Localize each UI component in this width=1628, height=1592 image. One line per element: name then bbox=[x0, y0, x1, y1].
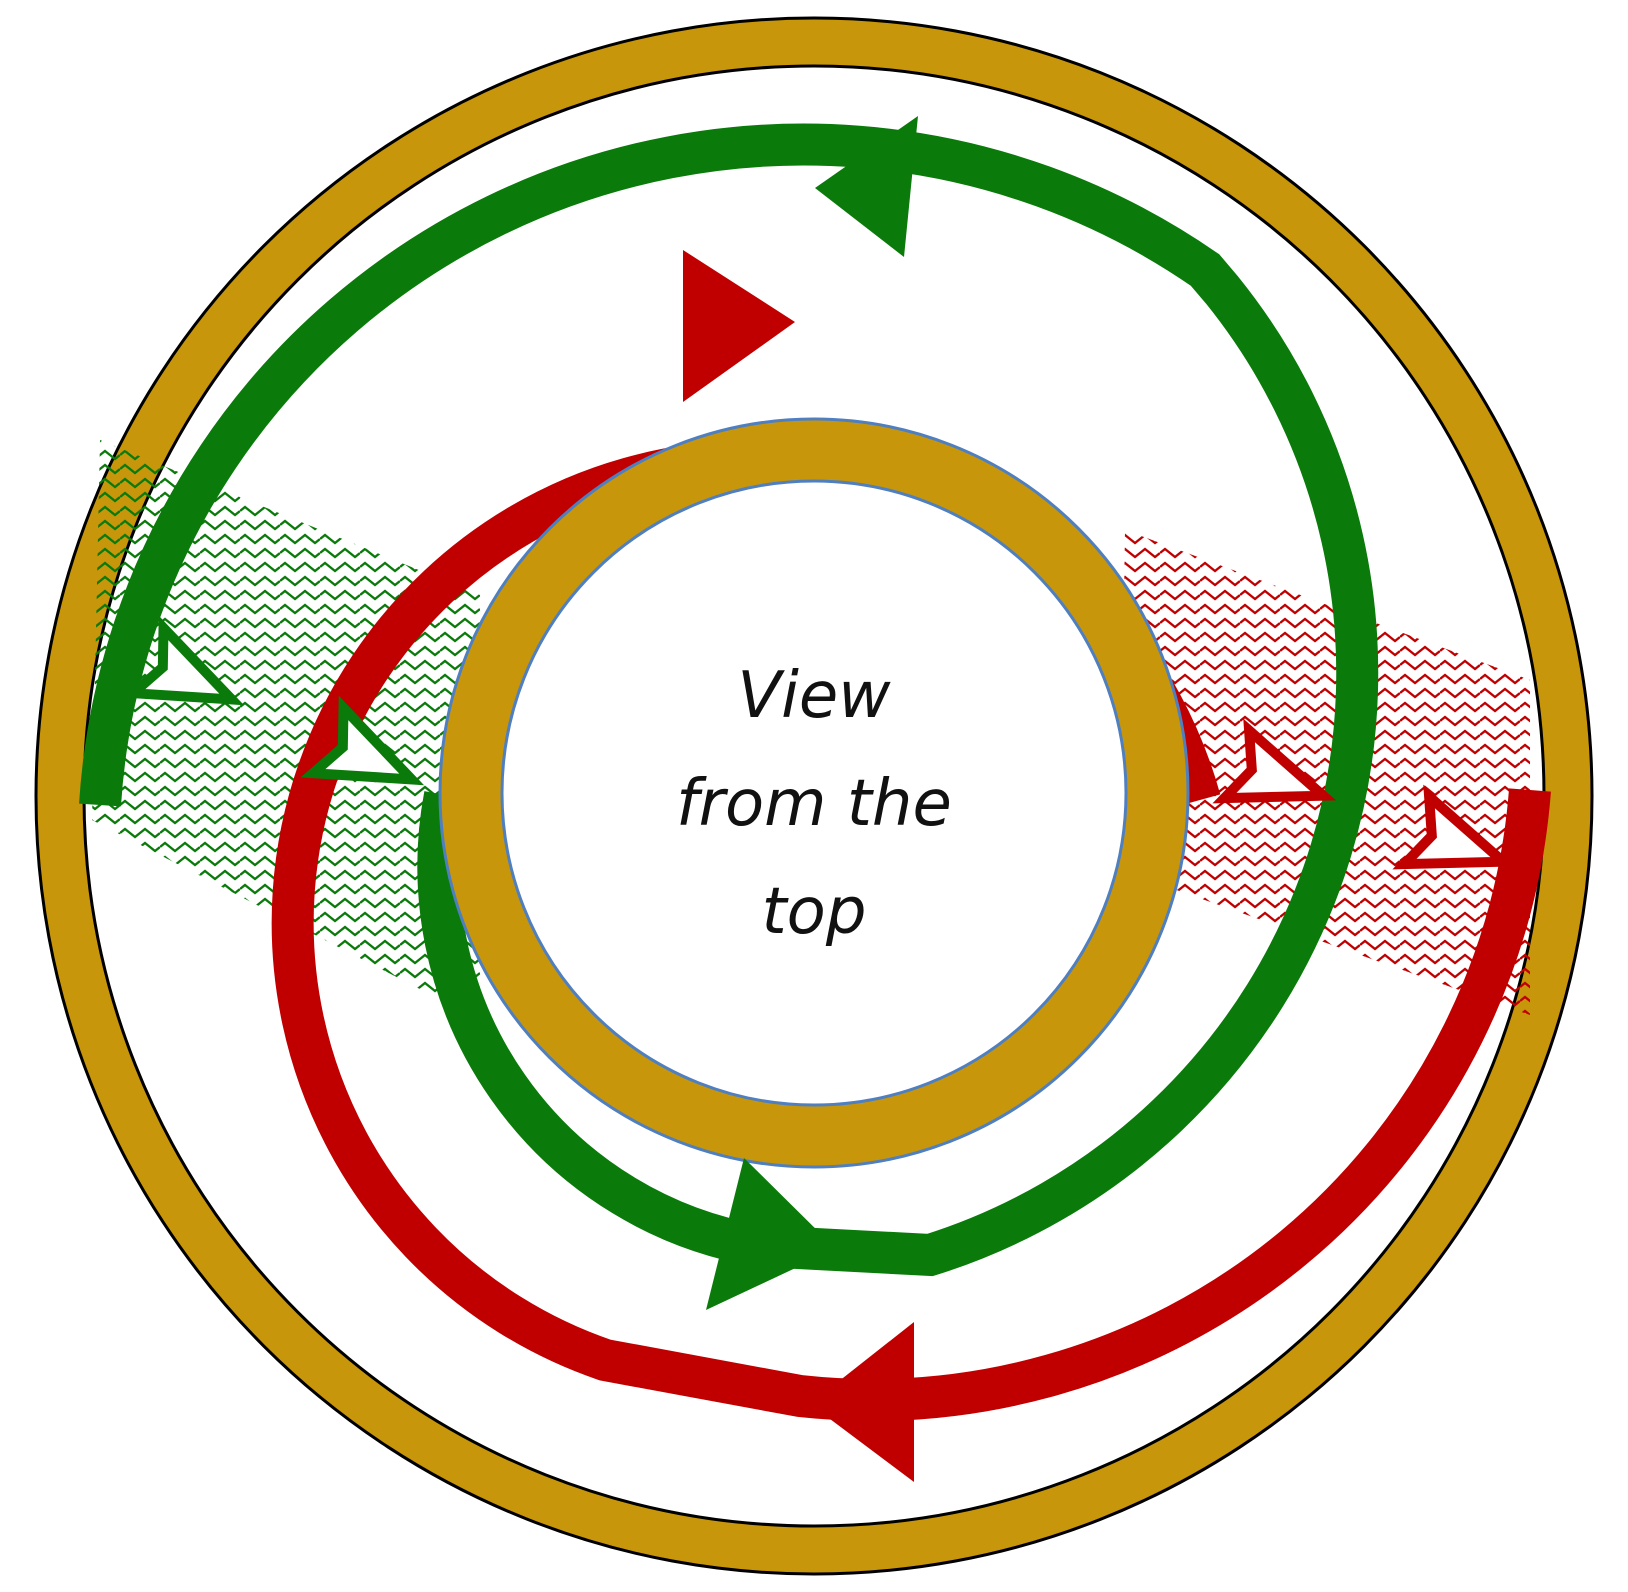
center-label-line-1: View bbox=[737, 659, 891, 733]
red-small-arrow-right bbox=[1392, 784, 1517, 870]
red-wave-band bbox=[1120, 530, 1530, 1015]
red-arrowhead-top bbox=[683, 250, 795, 402]
green-small-arrow-right bbox=[300, 695, 425, 786]
red-arrowhead-bottom bbox=[810, 1322, 914, 1482]
center-label-line-2: from the bbox=[676, 767, 952, 841]
red-small-arrow-left bbox=[1212, 718, 1337, 804]
green-wave-band bbox=[92, 440, 480, 1020]
green-arrowhead-top bbox=[815, 116, 918, 257]
green-small-arrow-left bbox=[120, 615, 245, 706]
inner-ring bbox=[438, 417, 1190, 1169]
green-arrowhead-bottom bbox=[706, 1158, 836, 1310]
green-loop-path bbox=[79, 123, 1379, 1277]
center-label: View from the top bbox=[614, 642, 1014, 966]
center-label-line-3: top bbox=[761, 875, 867, 949]
